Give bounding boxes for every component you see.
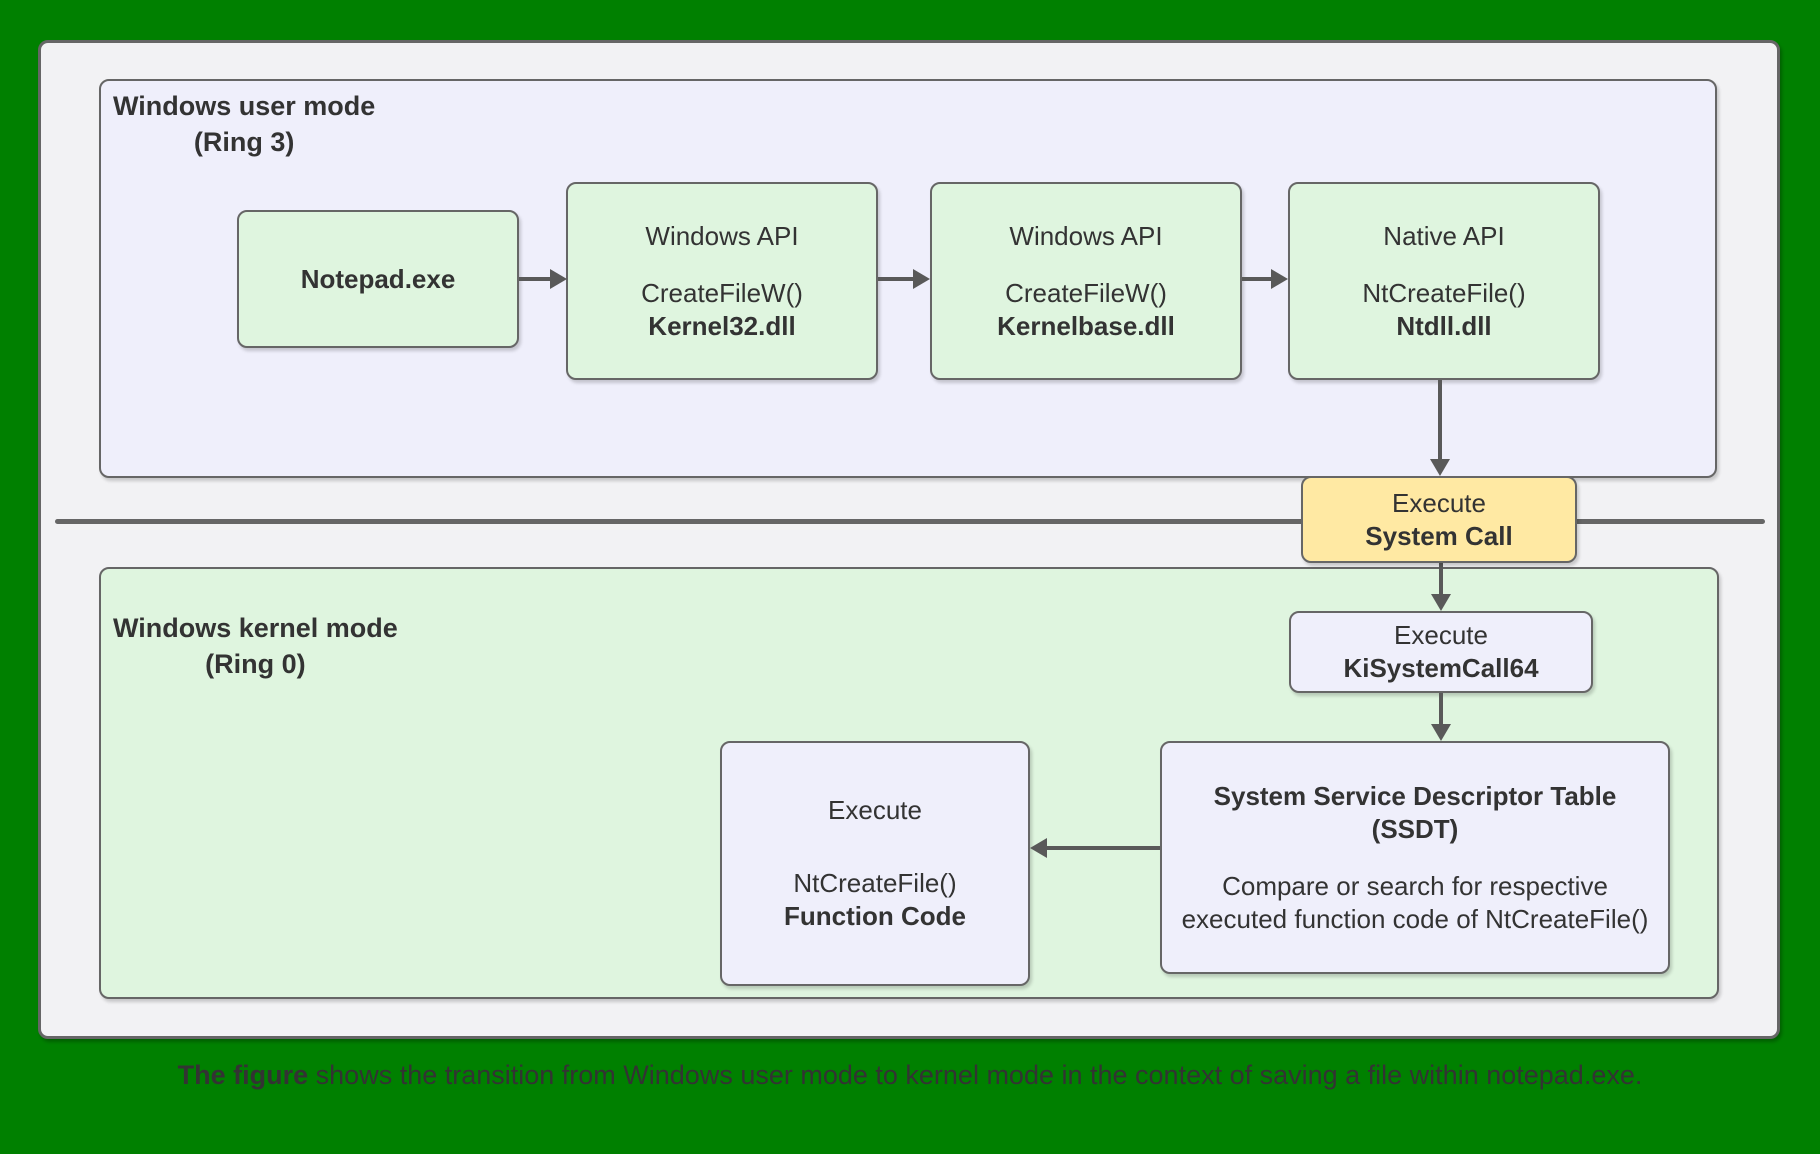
ntdll-line3: Ntdll.dll: [1396, 310, 1492, 341]
arrow-kisystemcall64-to-ssdt: [1439, 693, 1443, 726]
node-ntdll: Native API NtCreateFile() Ntdll.dll: [1288, 182, 1600, 380]
arrow-right-icon: [913, 269, 930, 289]
function-code-line1: Execute: [828, 795, 922, 825]
kernel-mode-title-line2: (Ring 0): [205, 649, 306, 679]
system-call-line1: Execute: [1392, 487, 1486, 518]
kernel32-line3: Kernel32.dll: [648, 310, 796, 341]
ssdt-line2: (SSDT): [1371, 813, 1459, 844]
user-mode-title-line2: (Ring 3): [193, 127, 295, 157]
arrow-kernel32-to-kernelbase: [878, 277, 916, 281]
node-kisystemcall64: Execute KiSystemCall64: [1289, 611, 1593, 693]
ring-divider-line: [55, 519, 1765, 524]
user-mode-title-line1: Windows user mode: [113, 91, 376, 121]
arrow-ntdll-to-system-call: [1438, 380, 1442, 462]
node-kernel32: Windows API CreateFileW() Kernel32.dll: [566, 182, 878, 380]
arrow-down-icon: [1431, 594, 1451, 611]
kernel32-line1: Windows API: [645, 220, 799, 251]
arrow-left-icon: [1030, 838, 1047, 858]
node-ssdt: System Service Descriptor Table (SSDT) C…: [1160, 741, 1670, 974]
kernelbase-line2: CreateFileW(): [1005, 277, 1167, 308]
user-mode-title: Windows user mode (Ring 3): [113, 88, 375, 160]
figure-caption: The figure shows the transition from Win…: [0, 1060, 1820, 1091]
arrow-ssdt-to-function-code: [1045, 846, 1160, 850]
arrow-kernelbase-to-ntdll: [1242, 277, 1274, 281]
arrow-down-icon: [1430, 459, 1450, 476]
node-function-code: Execute NtCreateFile() Function Code: [720, 741, 1030, 986]
node-kernelbase: Windows API CreateFileW() Kernelbase.dll: [930, 182, 1242, 380]
ntdll-line1: Native API: [1383, 220, 1505, 251]
kernelbase-line1: Windows API: [1009, 220, 1163, 251]
arrow-right-icon: [1271, 269, 1288, 289]
arrow-down-icon: [1431, 724, 1451, 741]
function-code-line2: NtCreateFile(): [793, 868, 957, 898]
arrow-system-call-to-kisystemcall64: [1439, 563, 1443, 596]
ssdt-line1: System Service Descriptor Table: [1213, 780, 1617, 811]
notepad-label: Notepad.exe: [300, 263, 456, 294]
arrow-right-icon: [550, 269, 567, 289]
node-notepad: Notepad.exe: [237, 210, 519, 348]
figure-caption-rest: shows the transition from Windows user m…: [308, 1060, 1643, 1090]
ssdt-line3: Compare or search for respective: [1222, 870, 1608, 901]
node-execute-system-call: Execute System Call: [1301, 476, 1577, 563]
kernel32-line2: CreateFileW(): [641, 277, 803, 308]
arrow-notepad-to-kernel32: [519, 277, 552, 281]
function-code-line3: Function Code: [784, 901, 966, 931]
ntdll-line2: NtCreateFile(): [1362, 277, 1526, 308]
system-call-line2: System Call: [1365, 520, 1513, 551]
figure-caption-bold: The figure: [177, 1060, 309, 1090]
kisystemcall-line1: Execute: [1394, 620, 1488, 650]
kernelbase-line3: Kernelbase.dll: [997, 310, 1175, 341]
kernel-mode-title: Windows kernel mode (Ring 0): [113, 610, 398, 682]
kernel-mode-title-line1: Windows kernel mode: [113, 613, 398, 643]
ssdt-line4: executed function code of NtCreateFile(): [1181, 903, 1649, 934]
kisystemcall-line2: KiSystemCall64: [1343, 653, 1539, 683]
